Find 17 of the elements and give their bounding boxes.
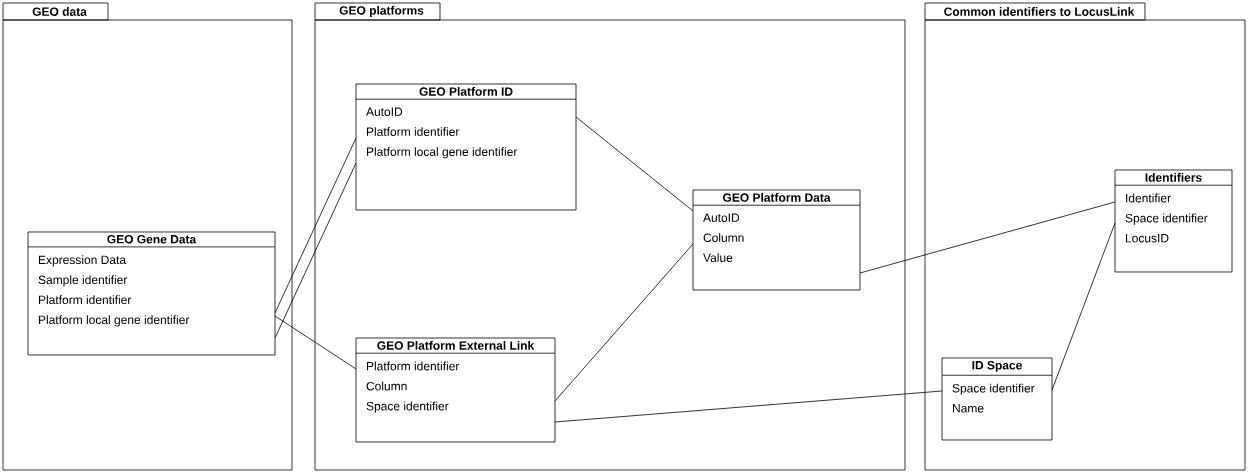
table-box: GEO Platform ID AutoID Platform identifier Platform local gene identifier (355, 83, 577, 211)
node-label: GEO data (32, 7, 87, 16)
connector-line (274, 315, 357, 370)
connector-line (274, 137, 357, 314)
table-box: ID Space Space identifier Name (941, 357, 1053, 441)
connector-line (859, 201, 1116, 274)
table-box: GEO Gene Data Expression Data Sample identifier Platform identifier Platform local gene identifier (27, 231, 276, 356)
connector-line (1051, 222, 1116, 391)
node-label: GEO platforms (339, 5, 424, 18)
node-label: Common identifiers to LocusLink (944, 7, 1135, 16)
connector-line (554, 243, 694, 402)
connector-line (575, 116, 694, 212)
table-box: Identifiers Identifier Space identifier LocusID (1114, 169, 1233, 273)
connector-line (274, 162, 357, 339)
table-box: GEO Platform External Link Platform identifier Column Space identifier (355, 337, 556, 443)
connector-line (554, 390, 943, 423)
table-box: GEO Platform Data AutoID Column Value (692, 189, 861, 291)
